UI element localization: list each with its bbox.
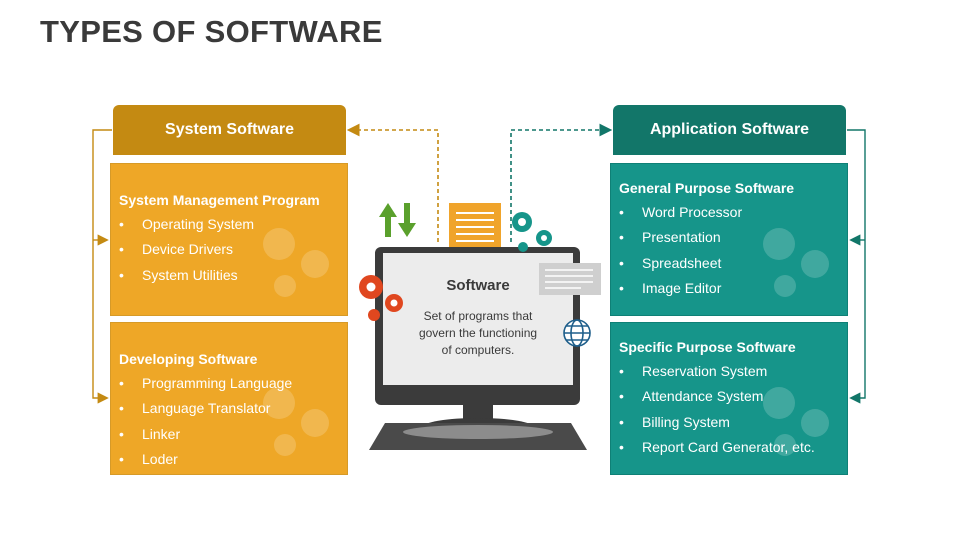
page-title: TYPES OF SOFTWARE — [40, 14, 383, 49]
specific-purpose-box: Specific Purpose Software Reservation Sy… — [610, 322, 848, 475]
box-heading: Developing Software — [119, 351, 258, 367]
box-heading: General Purpose Software — [619, 180, 795, 196]
list-item: Linker — [119, 422, 347, 448]
left-dashed-arrow — [346, 123, 439, 242]
transfer-arrows-icon — [379, 203, 416, 237]
list-item: Operating System — [119, 212, 347, 238]
system-software-header: System Software — [113, 105, 346, 155]
list-item: System Utilities — [119, 263, 347, 289]
box-heading: Specific Purpose Software — [619, 339, 796, 355]
teal-gears-icon — [512, 212, 552, 252]
application-software-header: Application Software — [613, 105, 846, 155]
list-item: Attendance System — [619, 384, 847, 410]
computer-monitor-icon — [359, 203, 601, 450]
left-bracket — [92, 129, 112, 404]
software-label: Software — [446, 277, 510, 294]
text-card-icon — [539, 263, 601, 295]
list-item: Presentation — [619, 225, 847, 251]
list-item: Language Translator — [119, 396, 347, 422]
gears-watermark-icon — [763, 387, 829, 456]
general-purpose-box: General Purpose Software Word Processor … — [610, 163, 848, 316]
list-item: Billing System — [619, 410, 847, 436]
right-dashed-arrow — [510, 123, 613, 242]
list-item: Spreadsheet — [619, 251, 847, 277]
gears-watermark-icon — [763, 228, 829, 297]
software-description: Set of programs that govern the function… — [383, 308, 573, 359]
list-item: Report Card Generator, etc. — [619, 435, 847, 461]
developing-software-box: Developing Software Programming Language… — [110, 322, 348, 475]
list-item: Reservation System — [619, 359, 847, 385]
description-line: govern the functioning — [418, 326, 538, 340]
globe-icon — [563, 319, 591, 347]
description-line: of computers. — [441, 343, 515, 357]
box-heading: System Management Program — [119, 192, 320, 208]
list-item: Device Drivers — [119, 237, 347, 263]
system-management-box: System Management Program Operating Syst… — [110, 163, 348, 316]
list-item: Loder — [119, 447, 347, 473]
gears-watermark-icon — [263, 228, 329, 297]
list-item: Word Processor — [619, 200, 847, 226]
right-bracket — [847, 129, 866, 404]
list-item: Image Editor — [619, 276, 847, 302]
list-item: Programming Language — [119, 371, 347, 397]
description-line: Set of programs that — [423, 309, 533, 323]
gears-watermark-icon — [263, 387, 329, 456]
